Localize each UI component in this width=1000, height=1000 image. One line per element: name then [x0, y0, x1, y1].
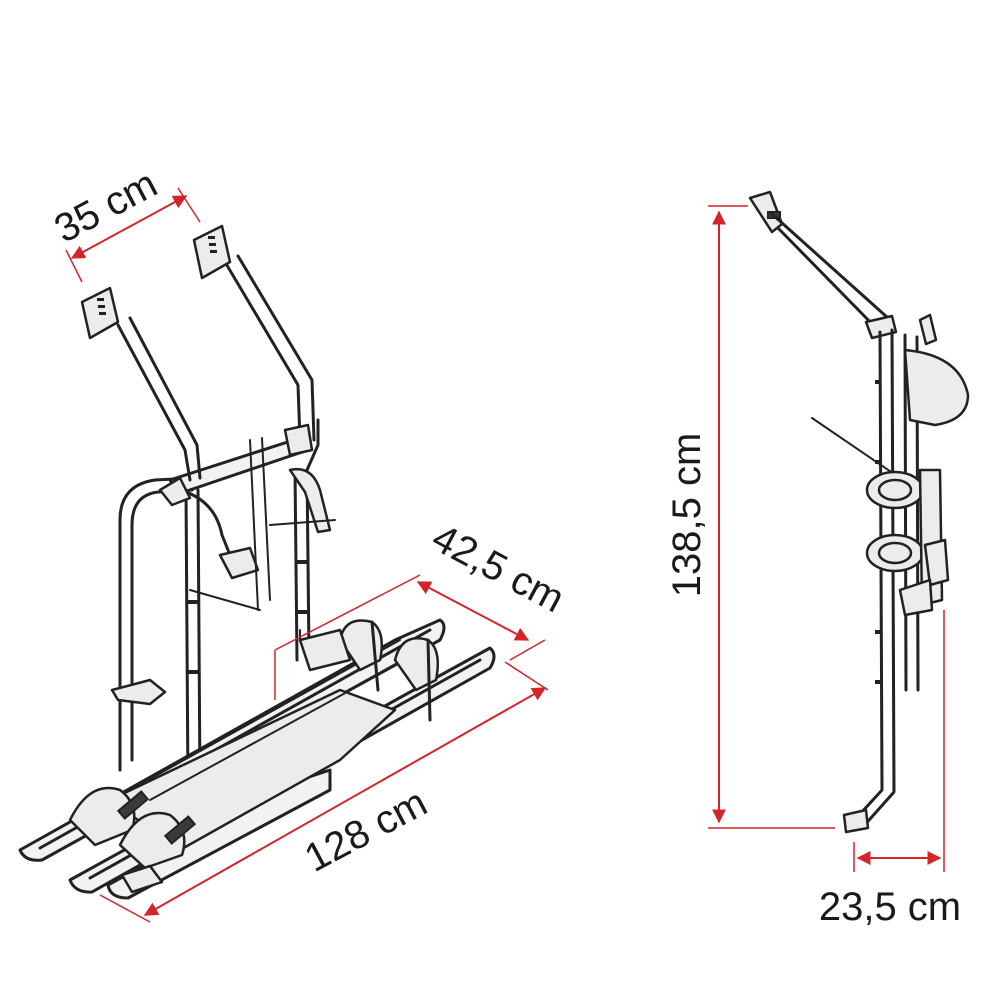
dim-height-label: 138,5 cm [665, 433, 709, 598]
upper-arms [80, 224, 316, 482]
rear-wheel-holders [298, 619, 439, 722]
dim-depth: 23,5 cm [819, 610, 961, 929]
bike-holder-arms [158, 423, 336, 611]
dim-depth-label: 23,5 cm [819, 885, 961, 929]
carrier-side-view: 138,5 cm 23,5 cm [665, 190, 970, 929]
dim-height: 138,5 cm [665, 205, 835, 829]
dim-rail-spacing-label: 42,5 cm [425, 516, 571, 622]
dim-top-width-label: 35 cm [47, 162, 164, 252]
carrier-perspective-view: 35 cm 42,5 cm 128 cm [18, 162, 571, 923]
dim-top-width: 35 cm [47, 162, 201, 283]
